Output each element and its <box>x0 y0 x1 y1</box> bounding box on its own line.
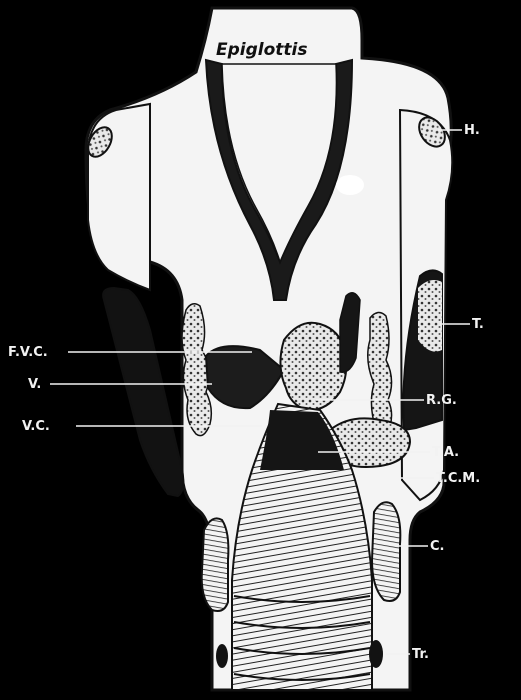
label-fvc: F.V.C. <box>8 345 48 360</box>
right-cricoid <box>372 502 400 601</box>
label-tr: Tr. <box>412 647 429 662</box>
label-c: C. <box>430 539 444 554</box>
label-ta: T.A. <box>432 445 459 460</box>
label-tcm: T.C.M. <box>436 471 480 486</box>
label-rg: R.G. <box>426 393 457 408</box>
epiglottis-highlight <box>336 175 364 195</box>
epiglottis-label: Epiglottis <box>216 40 307 60</box>
left-thyroid-cartilage <box>103 288 183 496</box>
label-h: H. <box>464 123 480 138</box>
right-thyroid-ossification <box>418 280 442 352</box>
label-v: V. <box>28 377 41 392</box>
label-vc: V.C. <box>22 419 50 434</box>
arytenoid-growth <box>280 323 346 410</box>
label-t: T. <box>472 317 484 332</box>
right-tracheal-cartilage <box>369 640 383 668</box>
left-tracheal-cartilage <box>216 644 228 668</box>
left-cricoid <box>202 518 229 611</box>
